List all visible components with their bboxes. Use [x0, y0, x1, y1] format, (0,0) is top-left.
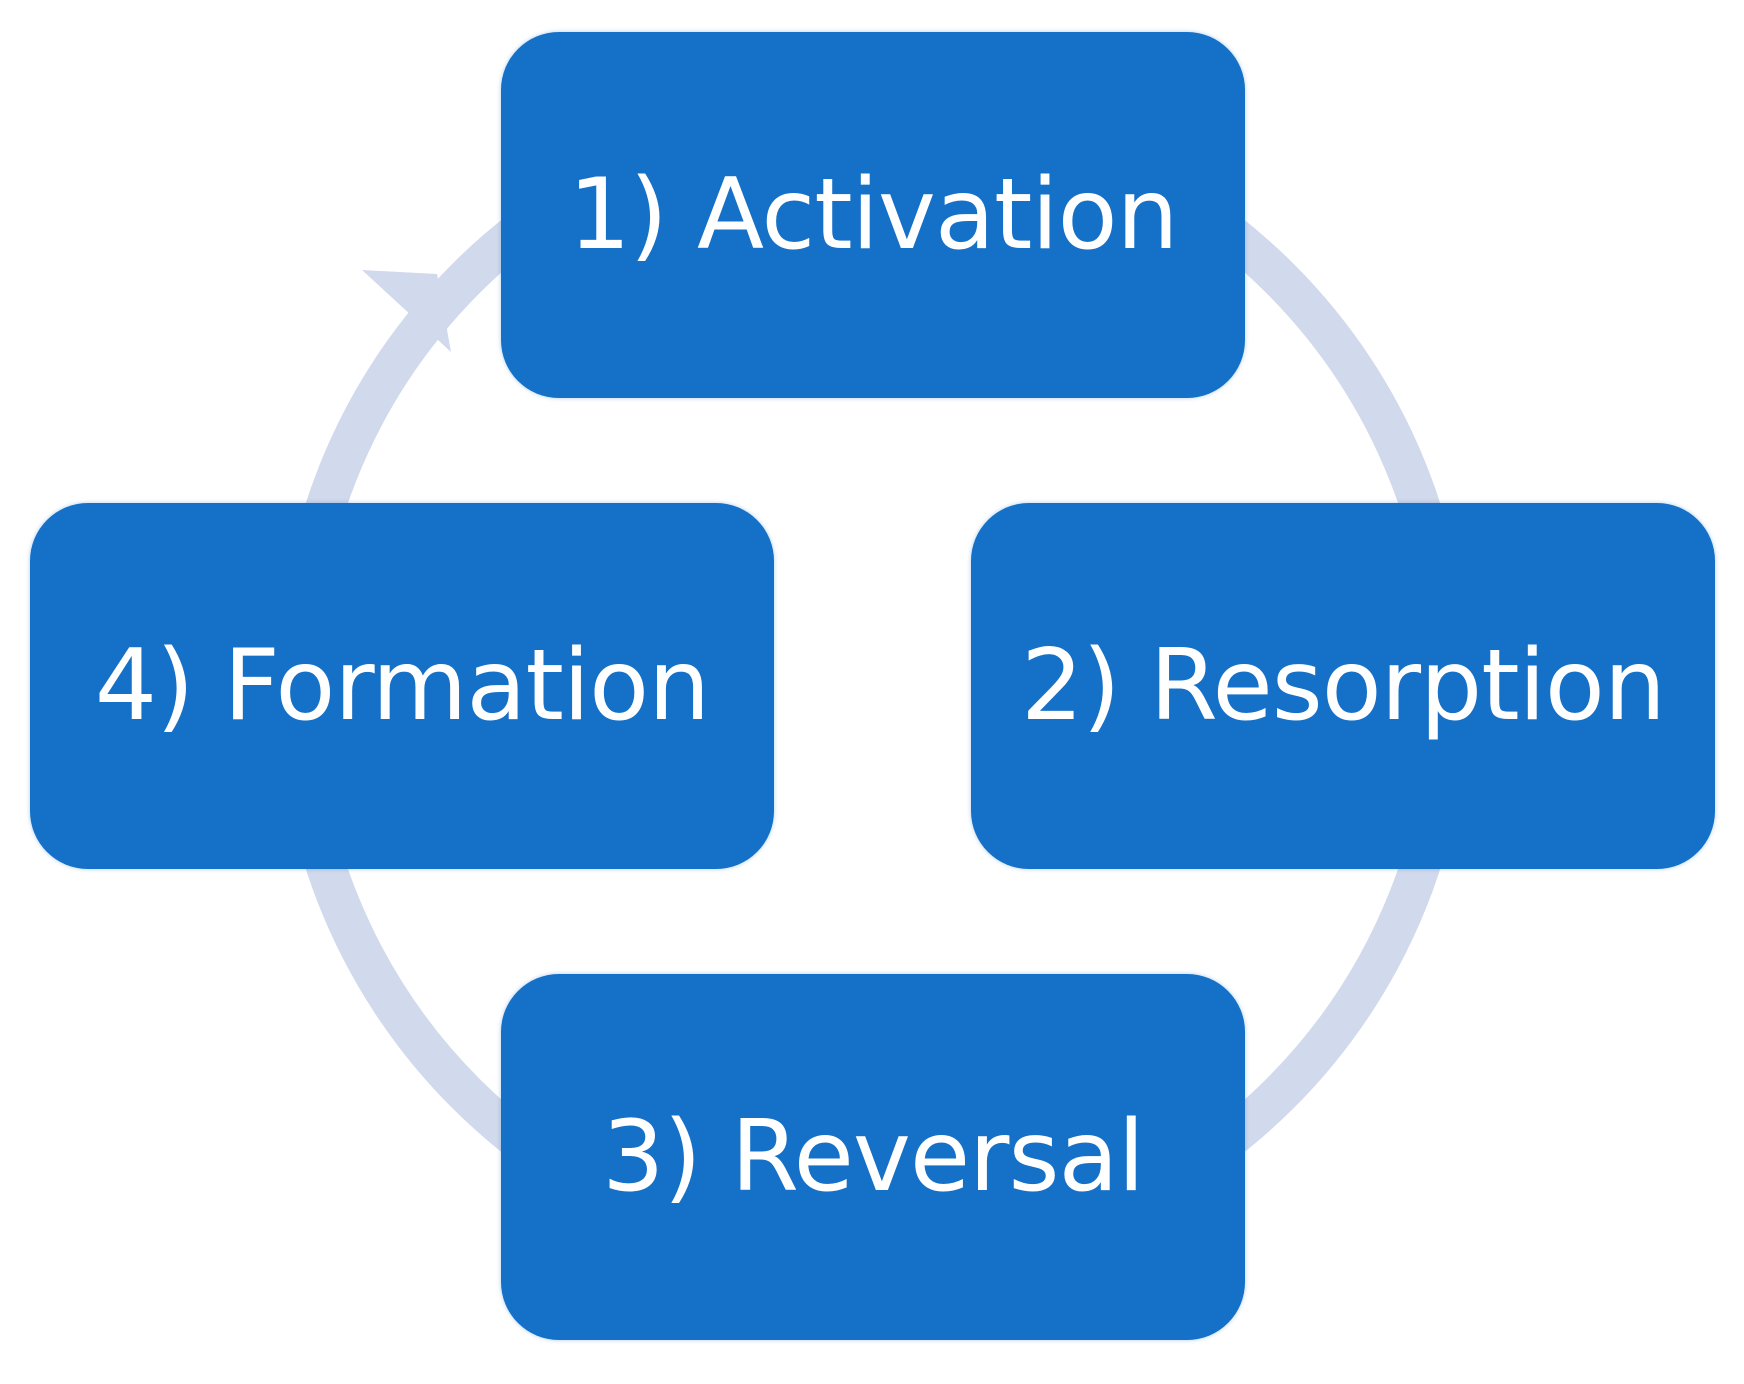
cycle-arrowhead-icon [362, 270, 451, 352]
step-activation-box: 1) Activation [501, 32, 1245, 398]
step-resorption-box: 2) Resorption [971, 503, 1715, 869]
step-reversal-label: 3) Reversal [602, 1100, 1145, 1214]
step-formation-box: 4) Formation [30, 503, 774, 869]
step-reversal-box: 3) Reversal [501, 974, 1245, 1340]
step-resorption-label: 2) Resorption [1021, 629, 1666, 743]
step-activation-label: 1) Activation [568, 158, 1178, 272]
step-formation-label: 4) Formation [94, 629, 710, 743]
